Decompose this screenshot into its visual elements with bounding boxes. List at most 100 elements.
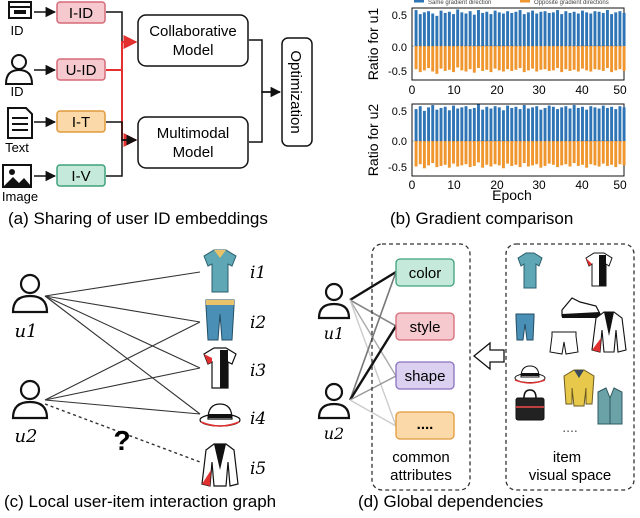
bar-top-same-16 (481, 12, 485, 47)
jacket-icon (201, 443, 239, 487)
panel-b: Same gradient direction Opposite gradien… (365, 0, 627, 228)
tshirt-icon (203, 347, 237, 389)
bar-bottom-opposite-16 (481, 141, 485, 168)
bar-bottom-same-6 (439, 107, 443, 141)
id-card-icon (8, 1, 32, 19)
bar-bottom-same-12 (464, 106, 468, 141)
bar-top-opposite-33 (551, 46, 555, 71)
bar-top-opposite-2 (422, 46, 426, 71)
hat-icon (514, 365, 546, 384)
top-xtick-5: 50 (613, 83, 627, 97)
attr-color-box (395, 258, 455, 287)
optimization-label: Optimization (287, 50, 304, 133)
jeans-icon (515, 313, 535, 341)
i-id-label: I-ID (69, 5, 93, 22)
bar-top-opposite-41 (585, 46, 589, 71)
bar-bottom-opposite-42 (589, 141, 593, 165)
bar-top-opposite-37 (568, 46, 572, 71)
bar-bottom-opposite-20 (497, 141, 501, 166)
icon-label-image: Image (2, 189, 38, 204)
caption-c: (c) Local user-item interaction graph (4, 492, 276, 511)
bar-top-same-23 (510, 12, 514, 47)
bar-bottom-opposite-32 (547, 141, 551, 164)
bar-top-opposite-10 (456, 46, 460, 68)
attr-style-box (395, 312, 455, 341)
sweater-icon (563, 369, 595, 407)
bar-bottom-opposite-49 (618, 141, 622, 165)
multimodal-model-line2: Model (173, 144, 214, 161)
bar-bottom-opposite-5 (435, 141, 439, 168)
bar-top-same-7 (443, 12, 447, 47)
bar-bottom-opposite-2 (422, 141, 426, 169)
attr-shape-label: shape (405, 368, 446, 385)
legend-label-opposite: Opposite gradient directions (534, 0, 609, 6)
bar-top-same-38 (572, 11, 576, 47)
bar-bottom-opposite-4 (431, 141, 435, 164)
bar-top-same-4 (431, 13, 435, 46)
item-label-i3: i3 (250, 361, 266, 381)
top-xtick-0: 0 (409, 83, 416, 97)
bar-bottom-same-28 (531, 107, 535, 141)
bar-top-same-35 (560, 14, 564, 46)
bar-bottom-same-40 (581, 106, 584, 141)
bar-bottom-opposite-7 (443, 141, 447, 165)
bar-bottom-same-27 (526, 108, 530, 141)
bar-top-same-42 (589, 13, 593, 46)
bar-bottom-opposite-27 (526, 141, 530, 167)
bar-top-same-45 (601, 12, 605, 47)
bar-bottom-same-8 (447, 110, 451, 141)
bar-top-opposite-17 (485, 46, 489, 70)
bar-top-same-17 (485, 11, 489, 47)
vest-icon (597, 387, 623, 425)
attr-caption-line1: common (392, 449, 450, 466)
top-xtick-1: 10 (447, 83, 461, 97)
bar-top-opposite-34 (556, 46, 559, 69)
bar-bottom-same-18 (489, 108, 493, 141)
bar-bottom-same-23 (510, 107, 514, 141)
bar-top-same-47 (610, 14, 614, 46)
bar-top-same-6 (439, 10, 443, 47)
bar-top-same-5 (435, 15, 439, 46)
item-label-i4: i4 (250, 409, 266, 429)
bar-top-same-44 (597, 11, 601, 47)
shirt-icon (203, 249, 237, 293)
bar-top-opposite-27 (526, 46, 530, 71)
collaborative-model-box (137, 14, 249, 67)
common-attributes-container (371, 243, 471, 491)
bar-top-opposite-48 (614, 46, 618, 71)
bar-bottom-opposite-21 (501, 141, 505, 169)
bar-top-same-49 (618, 11, 622, 46)
bar-top-opposite-15 (477, 46, 480, 69)
bar-bottom-opposite-38 (572, 141, 576, 164)
attr-caption-line2: attributes (390, 467, 452, 484)
collaborative-model-line2: Model (173, 42, 214, 59)
interaction-edges (44, 271, 201, 415)
bar-top-opposite-16 (481, 46, 485, 71)
bar-bottom-same-16 (481, 109, 485, 141)
bar-bottom-opposite-25 (518, 141, 522, 168)
bar-top-opposite-20 (497, 46, 501, 71)
bar-bottom-opposite-18 (489, 141, 493, 167)
bar-bottom-same-3 (427, 107, 431, 141)
bar-top-opposite-40 (581, 46, 584, 69)
bar-bottom-opposite-13 (468, 141, 472, 168)
bar-bottom-opposite-23 (510, 141, 514, 166)
bar-top-opposite-0 (414, 46, 418, 70)
bar-bottom-same-15 (477, 104, 480, 141)
bar-top-opposite-7 (443, 46, 447, 71)
bar-top-opposite-43 (593, 46, 597, 70)
bar-bottom-opposite-43 (593, 141, 597, 166)
attr-color-label: color (409, 265, 442, 282)
top-xtick-4: 40 (575, 83, 589, 97)
bottom-ytick-1: 0.0 (392, 136, 407, 148)
bar-top-same-50 (622, 12, 626, 47)
bar-top-same-19 (493, 10, 497, 47)
bar-bottom-opposite-30 (539, 141, 543, 168)
bar-top-same-1 (418, 14, 422, 46)
bar-bottom-opposite-19 (493, 141, 497, 165)
bottom-ytick-0: 0.5 (392, 106, 407, 118)
bar-bottom-same-17 (485, 106, 489, 141)
attr-shape-box (395, 361, 455, 390)
bar-bottom-opposite-22 (506, 141, 510, 164)
bar-top-opposite-42 (589, 46, 593, 72)
